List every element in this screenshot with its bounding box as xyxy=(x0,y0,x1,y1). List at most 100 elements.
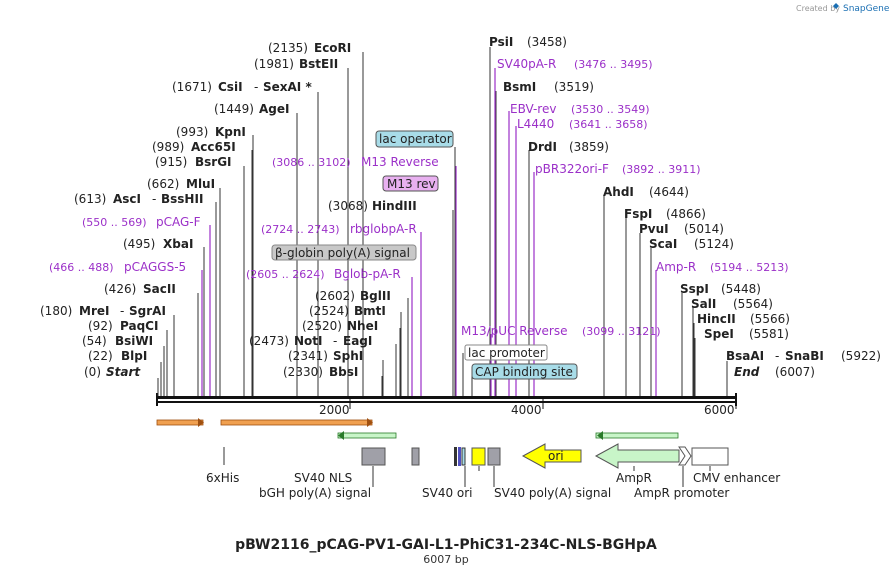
site-sali: SalI xyxy=(691,297,716,311)
site-snabi: SnaBI xyxy=(785,349,824,363)
site-leader-lines xyxy=(157,47,728,396)
site-pos: (5566) xyxy=(750,312,790,326)
site-pos: (2520) xyxy=(302,319,342,333)
svg-text:β-globin poly(A) signal: β-globin poly(A) signal xyxy=(275,246,410,260)
ampr-arrow xyxy=(594,443,680,469)
credit-text: Created by xyxy=(796,4,840,13)
site-pos: (2341) xyxy=(288,349,328,363)
site-pos: (3458) xyxy=(527,35,567,49)
label-6xhis: 6xHis xyxy=(206,471,239,485)
bottom-feature-labels: 6xHis SV40 NLS bGH poly(A) signal SV40 o… xyxy=(206,471,780,500)
site-asci: AscI xyxy=(113,192,141,206)
svg-text:-: - xyxy=(775,349,779,363)
bottom-leader-lines xyxy=(372,466,711,487)
site-pos: (2473) xyxy=(249,334,289,348)
feature-lac-promoter: lac promoter xyxy=(462,344,548,396)
site-pos: (2135) xyxy=(268,41,308,55)
site-drdi: DrdI xyxy=(528,140,557,154)
site-bsmi: BsmI xyxy=(503,80,536,94)
feature-lac-operator: lac operator xyxy=(375,130,456,396)
site-pos: (915) xyxy=(155,155,187,169)
snapgene-logo-icon xyxy=(833,3,839,9)
backbone-bottom xyxy=(157,401,736,403)
site-pvui: PvuI xyxy=(639,222,669,236)
lac-block-2 xyxy=(458,447,461,466)
site-bsaai: BsaAI xyxy=(726,349,764,363)
tick-6000: 6000 xyxy=(704,403,735,417)
site-pos: (662) xyxy=(147,177,179,191)
feature-m13-rev: M13 rev xyxy=(382,175,456,396)
tick-2000: 2000 xyxy=(319,403,350,417)
primer-pbr322orif: pBR322ori-F xyxy=(535,162,609,176)
svg-text:-: - xyxy=(152,192,156,206)
svg-text:-: - xyxy=(120,304,124,318)
primer-m13reverse: M13 Reverse xyxy=(361,155,439,169)
site-pos: (22) xyxy=(88,349,113,363)
site-pos: (3519) xyxy=(554,80,594,94)
site-pos: (2602) xyxy=(315,289,355,303)
site-pos: (92) xyxy=(88,319,113,333)
primer-ampr: Amp-R xyxy=(656,260,696,274)
site-pos: (3859) xyxy=(569,140,609,154)
site-pos: (5581) xyxy=(749,327,789,341)
site-bsshii: BssHII xyxy=(161,192,203,206)
site-pos: (1671) xyxy=(172,80,212,94)
ampr-promoter-marker xyxy=(678,446,692,466)
site-pos: (2330) xyxy=(283,365,323,379)
start-label: Start xyxy=(106,365,141,379)
label-ampr-promoter: AmpR promoter xyxy=(634,486,729,500)
primer-range: (3530 .. 3549) xyxy=(571,103,650,116)
site-mlui: MluI xyxy=(186,177,215,191)
sv40-polya-block xyxy=(487,447,501,466)
site-scai: ScaI xyxy=(649,237,677,251)
site-acc65i: Acc65I xyxy=(191,140,236,154)
site-pos: (495) xyxy=(123,237,155,251)
site-bsrgi: BsrGI xyxy=(195,155,232,169)
site-labels: (0) Start (22) BlpI (54) BsiWI (92) PaqC… xyxy=(40,35,881,379)
primer-m13puc: M13/pUC Reverse xyxy=(461,324,568,338)
backbone-top xyxy=(157,396,736,399)
primer-range: (2724 .. 2743) xyxy=(261,223,340,236)
site-blpi: BlpI xyxy=(121,349,147,363)
site-pos: (989) xyxy=(152,140,184,154)
bottom-features: ori xyxy=(223,443,729,469)
site-sspi: SspI xyxy=(680,282,709,296)
site-nhei: NheI xyxy=(347,319,378,333)
site-ecori: EcoRI xyxy=(314,41,351,55)
site-pos: (3068) xyxy=(328,199,368,213)
primer-rbglobpar: rbglobpA-R xyxy=(350,222,417,236)
label-sv40-nls: SV40 NLS xyxy=(294,471,352,485)
sv40-nls-block xyxy=(361,447,386,466)
site-sgrai: SgrAI xyxy=(129,304,166,318)
site-kpni: KpnI xyxy=(215,125,246,139)
site-bbsi: BbsI xyxy=(329,365,358,379)
site-pos: (180) xyxy=(40,304,72,318)
site-pos: (1449) xyxy=(214,102,254,116)
primer-labels: (466 .. 488) pCAGGS-5 (550 .. 569) pCAG-… xyxy=(49,57,789,338)
site-pos: (5564) xyxy=(733,297,773,311)
site-pos: (4644) xyxy=(649,185,689,199)
ori-arrow xyxy=(521,443,582,469)
svg-text:lac promoter: lac promoter xyxy=(468,346,545,360)
site-hincii: HincII xyxy=(697,312,736,326)
site-pos: (1981) xyxy=(254,57,294,71)
primer-l4440: L4440 xyxy=(517,117,554,131)
site-pos: (993) xyxy=(176,125,208,139)
site-pos: (0) xyxy=(84,365,101,379)
site-pos: (5448) xyxy=(721,282,761,296)
site-ahdi: AhdI xyxy=(603,185,634,199)
lac-block xyxy=(454,447,457,466)
primer-pcaggs5: pCAGGS-5 xyxy=(124,260,186,274)
primer-range: (3641 .. 3658) xyxy=(569,118,648,131)
label-sv40-ori: SV40 ori xyxy=(422,486,473,500)
site-pos: (5124) xyxy=(694,237,734,251)
site-paqci: PaqCI xyxy=(120,319,158,333)
site-bsteii: BstEII xyxy=(299,57,338,71)
label-bgh-polya: bGH poly(A) signal xyxy=(259,486,371,500)
site-pos: (6007) xyxy=(775,365,815,379)
primer-sv40par: SV40pA-R xyxy=(497,57,556,71)
primer-range: (5194 .. 5213) xyxy=(710,261,789,274)
primer-pcagf: pCAG-F xyxy=(156,215,201,229)
site-pos: (5014) xyxy=(684,222,724,236)
